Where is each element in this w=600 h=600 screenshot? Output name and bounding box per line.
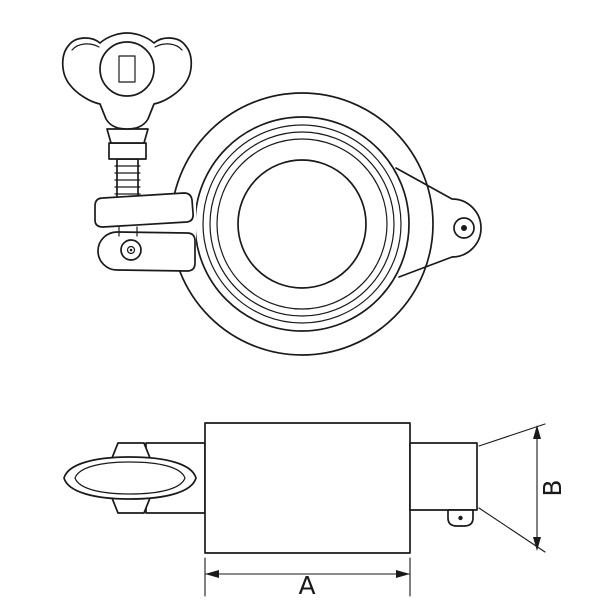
bolt-slot-lines — [118, 226, 138, 237]
bolt-shank — [116, 158, 139, 200]
hinge-lug-outline — [395, 167, 482, 278]
hinge-lug — [395, 167, 482, 278]
nut-boss-top — [111, 442, 151, 459]
ferrule-ring-1 — [202, 124, 402, 324]
ferrule-ring-3 — [216, 138, 388, 310]
bolt-threads — [114, 165, 141, 195]
pivot-pin-inner — [126, 245, 136, 255]
wing-left-detail — [71, 43, 100, 51]
right-lug-foot-pin — [458, 515, 463, 521]
wing-right-detail — [154, 43, 183, 51]
band-inner-circle — [194, 116, 410, 332]
side-view: A B — [63, 422, 567, 600]
dimension-a-label: A — [298, 571, 315, 600]
dimension-b-label: B — [538, 479, 567, 496]
dimension-a-arrow-right — [396, 570, 410, 578]
dimension-b-arrow-bottom — [533, 537, 541, 551]
front-view — [61, 32, 482, 356]
dimension-a-extension-lines — [204, 557, 411, 597]
nut-neck — [106, 128, 149, 144]
band-body — [204, 422, 411, 554]
right-lug-block — [409, 442, 478, 511]
hinge-pin-center — [461, 225, 467, 231]
dimension-b-extension-lines — [478, 423, 546, 553]
dimension-b-arrow-top — [533, 425, 541, 439]
pivot-pin-center — [129, 248, 133, 252]
pivot-pin-outer — [120, 239, 142, 261]
dimension-b: B — [478, 423, 567, 553]
wing-nut-profile-inner — [74, 461, 186, 495]
wing-nut-assembly — [61, 32, 196, 272]
ferrule-ring-2 — [209, 131, 395, 317]
bolt-collar — [108, 142, 147, 160]
lower-pivot-lug — [97, 231, 196, 272]
wing-nut-profile-outer — [63, 456, 197, 500]
dimension-a-arrow-left — [205, 570, 219, 578]
dimension-a: A — [204, 557, 411, 600]
upper-bolt-lug — [94, 192, 194, 228]
nut-boss-bottom — [111, 497, 151, 514]
bore-circle — [237, 159, 367, 289]
wing-nut-socket — [118, 55, 136, 83]
wing-nut-boss — [99, 41, 155, 97]
